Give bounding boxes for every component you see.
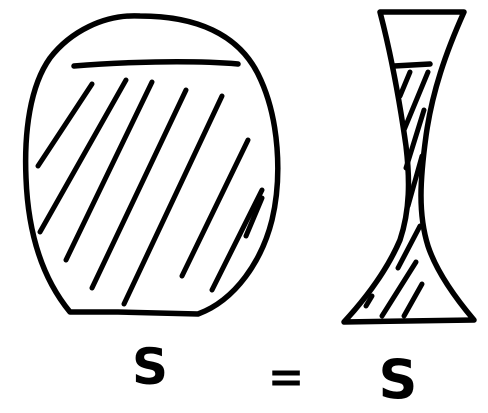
wide-vessel-hatching [38,80,262,304]
narrow-vessel-fill-level-line [394,64,430,66]
left-shape-label: S [132,338,168,396]
narrow-vessel-shape [344,12,474,322]
equals-sign: = [268,352,305,403]
wide-vessel-fill-level-line [74,62,238,66]
wide-vessel-shape [26,16,278,314]
right-shape-label: S [379,348,418,411]
